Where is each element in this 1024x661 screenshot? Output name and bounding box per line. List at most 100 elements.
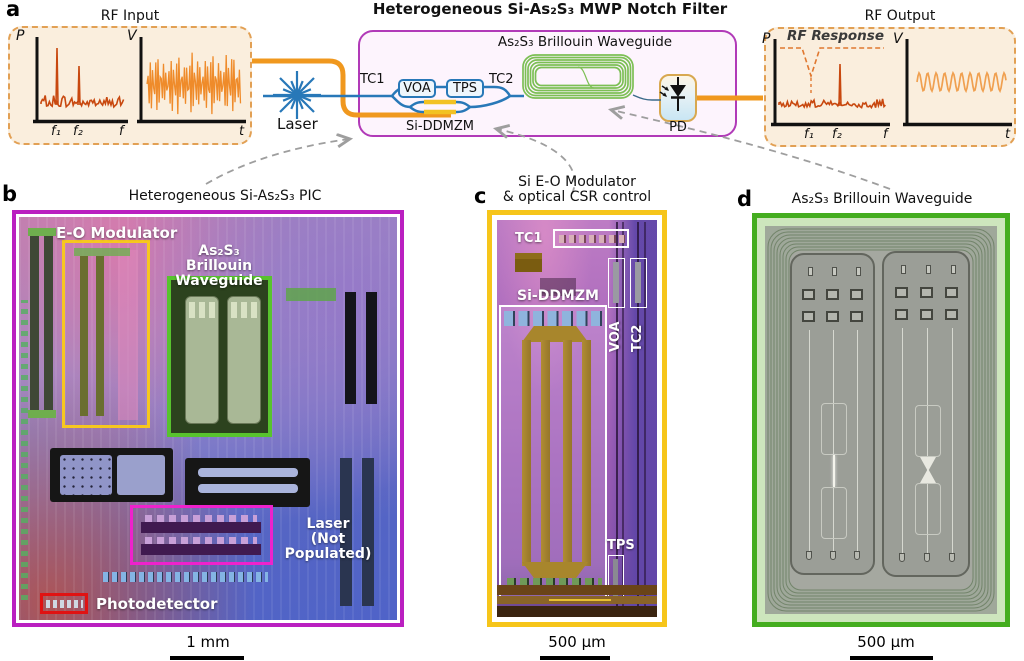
chip-feature <box>366 292 377 404</box>
panel-c-letter: c <box>474 184 487 208</box>
chip-feature <box>926 265 931 274</box>
panel-d-scale-text: 500 μm <box>857 633 915 651</box>
chip-feature <box>522 340 531 566</box>
laser-site-label: Laser (Not Populated) <box>270 517 386 562</box>
chip-feature <box>189 302 217 318</box>
panel-c-scale-text: 500 μm <box>548 633 606 651</box>
chip-feature <box>826 289 839 300</box>
chip-feature <box>345 292 356 404</box>
chip-feature <box>515 253 542 272</box>
tc2-label-c: TC2 <box>630 324 645 352</box>
chip-feature <box>96 256 104 416</box>
chip-feature <box>949 553 955 562</box>
rfin-f2-label: f₂ <box>73 124 83 139</box>
chip-feature <box>141 544 261 555</box>
chip-feature <box>806 551 812 560</box>
photodetector-label: Photodetector <box>96 595 218 613</box>
chip-feature <box>952 328 953 558</box>
rf-output-title: RF Output <box>864 8 936 24</box>
chip-feature <box>895 309 908 320</box>
chip-feature <box>44 235 53 411</box>
chip-feature <box>118 250 138 420</box>
eo-modulator-outline <box>62 240 150 428</box>
brillouin-label-b: As₂S₃ Brillouin Waveguide <box>163 244 275 289</box>
brillouin-waveguide-label: As₂S₃ Brillouin Waveguide <box>497 34 673 50</box>
tc1-label-c: TC1 <box>515 231 543 246</box>
arrow-panel-b-to-chip <box>205 139 349 185</box>
rf-output-box <box>764 27 1016 147</box>
panel-b-letter: b <box>2 182 18 206</box>
chip-feature <box>185 458 310 507</box>
chip-feature <box>141 522 261 533</box>
voa-box: VOA <box>398 79 436 98</box>
chip-feature <box>117 455 165 495</box>
chip-feature <box>540 278 576 296</box>
rfin-p-label: P <box>16 28 25 44</box>
tc1-label: TC1 <box>360 72 385 87</box>
chip-feature <box>856 267 861 276</box>
chip-feature <box>857 330 858 558</box>
rf-response-label: RF Response <box>787 28 884 44</box>
rf-output-spectrum <box>771 39 890 127</box>
eo-modulator-label: E-O Modulator <box>56 224 178 242</box>
chip-feature <box>920 287 933 298</box>
brillouin-label-line2: Waveguide <box>175 273 263 289</box>
chip-feature <box>613 262 619 303</box>
arrow-panel-d-to-spiral <box>612 110 891 190</box>
chip-feature <box>362 458 374 606</box>
panel-d-scale-bar <box>850 656 933 660</box>
chip-feature <box>830 551 836 560</box>
chip-feature <box>951 265 956 274</box>
chip-feature <box>50 448 173 502</box>
rf-response-curve <box>780 47 884 79</box>
chip-feature <box>802 311 815 322</box>
chip-feature <box>185 296 219 424</box>
rfin-f1-label: f₁ <box>51 124 61 139</box>
panel-b-scale-text: 1 mm <box>186 633 230 651</box>
rfout-f-label: f <box>883 127 888 142</box>
panel-c-scale-bar <box>540 656 610 660</box>
brillouin-label-line1: As₂S₃ Brillouin <box>185 243 253 274</box>
chip-feature <box>927 328 928 558</box>
chip-feature <box>28 228 56 236</box>
chip-feature <box>286 288 336 301</box>
brillouin-outline-b <box>167 276 272 437</box>
chip-feature <box>915 405 941 457</box>
chip-feature <box>21 300 28 600</box>
panel-d-chip-image <box>765 226 997 614</box>
chip-feature <box>60 455 112 495</box>
chip-feature <box>563 340 572 566</box>
chip-feature <box>145 537 257 544</box>
brillouin-spiral <box>522 54 634 99</box>
chip-feature <box>227 296 261 424</box>
panel-d-title: As₂S₃ Brillouin Waveguide <box>791 191 973 207</box>
laser-site-outline <box>130 505 273 565</box>
rf-output-waveform <box>903 39 1012 127</box>
chip-feature <box>808 267 813 276</box>
chip-feature <box>497 606 657 617</box>
chip-feature <box>504 311 603 326</box>
rfin-f-label: f <box>119 124 124 139</box>
rfout-f2-label: f₂ <box>832 127 842 142</box>
ddmzm-label-c: Si-DDMZM <box>517 288 599 304</box>
si-ddmzm-label: Si-DDMZM <box>406 119 474 134</box>
chip-feature <box>198 484 298 493</box>
panel-b-title: Heterogeneous Si-As₂S₃ PIC <box>128 188 322 204</box>
ddmzm-outline <box>499 305 607 601</box>
rfout-t-label: t <box>1005 127 1011 142</box>
voa-outline <box>608 258 625 308</box>
chip-feature <box>28 410 56 418</box>
chip-feature <box>924 553 930 562</box>
chip-feature <box>899 553 905 562</box>
rf-input-spectrum <box>33 37 128 124</box>
rfout-v-label: V <box>893 31 903 47</box>
laser-site-line1: Laser <box>306 516 350 532</box>
chip-feature <box>522 326 588 342</box>
chip-feature <box>74 248 130 256</box>
panel-a-title: Heterogeneous Si-As₂S₃ MWP Notch Filter <box>372 0 728 18</box>
chip-feature <box>945 287 958 298</box>
chip-feature <box>895 287 908 298</box>
panel-b-scale-bar <box>170 656 244 660</box>
chip-feature <box>30 235 39 411</box>
